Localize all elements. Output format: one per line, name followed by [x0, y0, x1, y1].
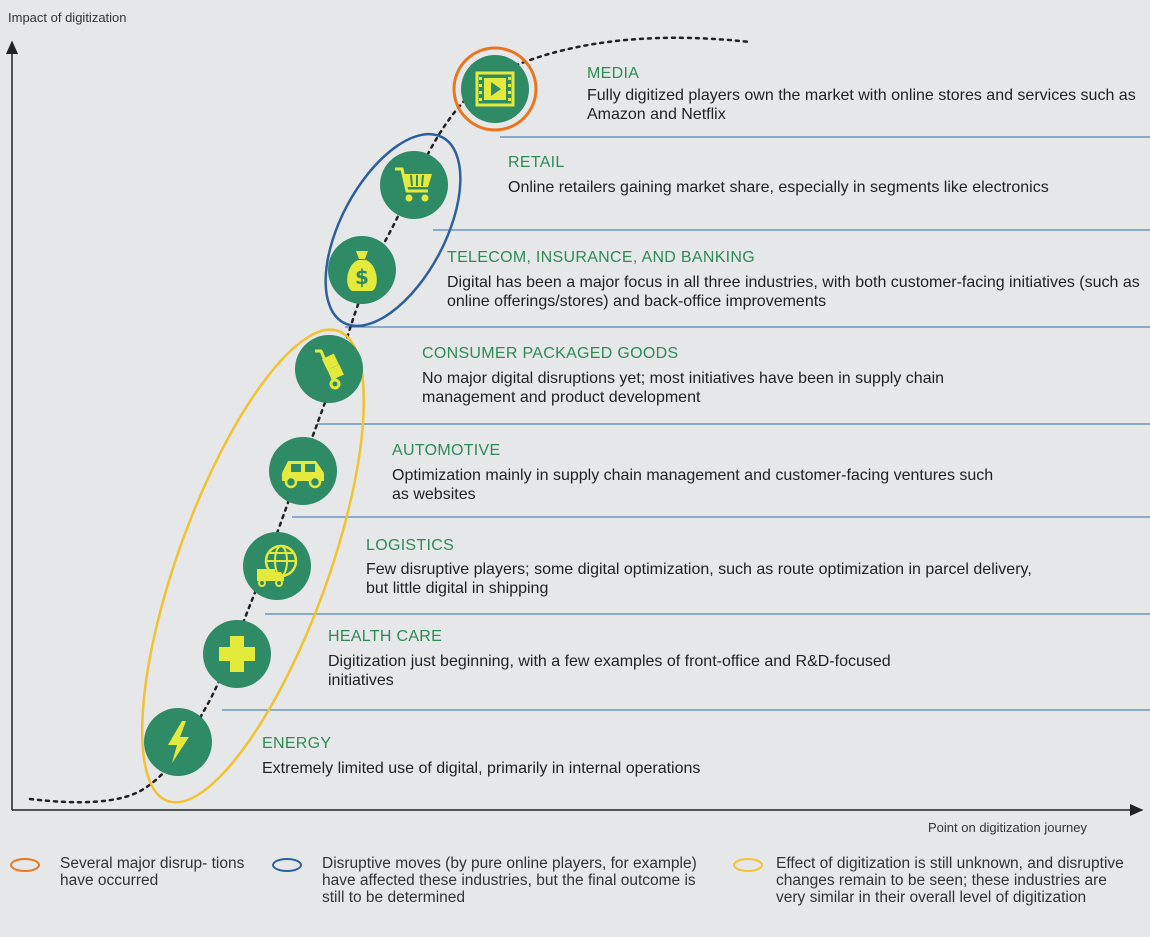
legend-yellow-text: Effect of digitization is still unknown,… [776, 855, 1124, 906]
svg-text:$: $ [355, 265, 369, 289]
retail-icon-circle [380, 151, 448, 219]
blue-ring [324, 132, 462, 328]
healthcare-desc: Digitization just beginning, with a few … [328, 653, 891, 689]
automotive-title: AUTOMOTIVE [392, 442, 501, 459]
energy-desc: Extremely limited use of digital, primar… [262, 760, 701, 777]
telecom-title: TELECOM, INSURANCE, AND BANKING [447, 249, 756, 266]
cpg-desc: No major digital disruptions yet; most i… [422, 370, 945, 406]
media-title: MEDIA [587, 65, 640, 82]
legend-orange-text: Several major disrup- tions have occurre… [60, 855, 245, 889]
healthcare-icon-circle [203, 620, 271, 688]
media-desc: Fully digitized players own the market w… [587, 87, 1136, 123]
energy-icon-circle [144, 708, 212, 776]
banking-icon-circle: $ [328, 236, 396, 304]
cpg-icon-circle [295, 335, 363, 403]
money-bag-icon: $ [347, 251, 377, 291]
retail-title: RETAIL [508, 154, 565, 171]
media-icon-circle [461, 55, 529, 123]
globe-truck-icon [257, 544, 298, 587]
legend-blue-text: Disruptive moves (by pure online players… [322, 855, 697, 906]
lightning-icon [168, 721, 189, 763]
automotive-desc: Optimization mainly in supply chain mana… [392, 467, 994, 503]
shopping-cart-icon [395, 167, 432, 202]
y-axis-label: Impact of digitization [8, 10, 127, 25]
orange-ring [452, 46, 538, 132]
car-icon [282, 461, 324, 489]
energy-title: ENERGY [262, 735, 332, 752]
x-axis-label: Point on digitization journey [928, 820, 1087, 835]
retail-desc: Online retailers gaining market share, e… [508, 179, 1049, 196]
film-play-icon [475, 71, 515, 107]
legend-orange-ring-icon [10, 858, 40, 872]
cpg-title: CONSUMER PACKAGED GOODS [422, 345, 679, 362]
legend-yellow-ring-icon [733, 858, 763, 872]
medical-cross-icon [219, 636, 255, 672]
yellow-ring [140, 328, 366, 804]
automotive-icon-circle [269, 437, 337, 505]
telecom-desc: Digital has been a major focus in all th… [447, 274, 1140, 310]
row-separators [222, 136, 1150, 711]
healthcare-title: HEALTH CARE [328, 628, 443, 645]
logistics-title: LOGISTICS [366, 537, 455, 554]
logistics-desc: Few disruptive players; some digital opt… [366, 561, 1032, 597]
legend-blue-ring-icon [272, 858, 302, 872]
logistics-icon-circle [243, 532, 311, 600]
hand-truck-icon [315, 349, 344, 390]
